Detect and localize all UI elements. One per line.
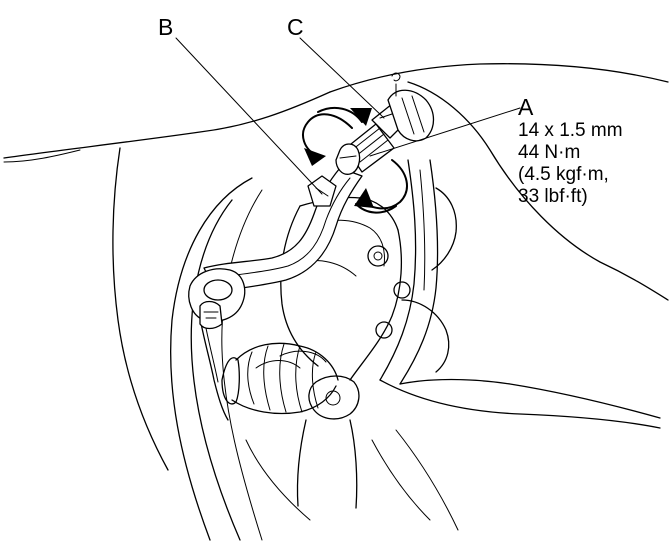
leader-lines — [175, 37, 521, 195]
nut-c — [371, 72, 435, 142]
fender-outline — [3, 63, 669, 471]
brake-disc — [245, 429, 459, 531]
callout-a-label: A — [518, 94, 534, 120]
upper-control-arm — [203, 167, 363, 293]
bolt-a — [335, 123, 395, 175]
ball-joint — [188, 268, 246, 330]
leader-line-b — [175, 37, 323, 195]
driveshaft-boot — [221, 342, 339, 415]
callout-a-spec: 14 x 1.5 mm 44 N·m (4.5 kgf·m, 33 lbf·ft… — [518, 120, 623, 208]
spec-torque-kgfm: (4.5 kgf·m, — [518, 164, 609, 185]
spec-torque-nm: 44 N·m — [518, 142, 581, 163]
callout-b-label: B — [158, 14, 174, 40]
leader-line-c — [299, 37, 385, 119]
spec-torque-lbfft: 33 lbf·ft) — [518, 186, 588, 207]
callout-c-label: C — [287, 14, 304, 40]
leader-line-a — [369, 107, 521, 157]
rotation-arrows — [302, 106, 408, 214]
tire — [170, 177, 263, 541]
sensor-wire — [199, 317, 229, 421]
spec-thread-size: 14 x 1.5 mm — [518, 120, 623, 141]
